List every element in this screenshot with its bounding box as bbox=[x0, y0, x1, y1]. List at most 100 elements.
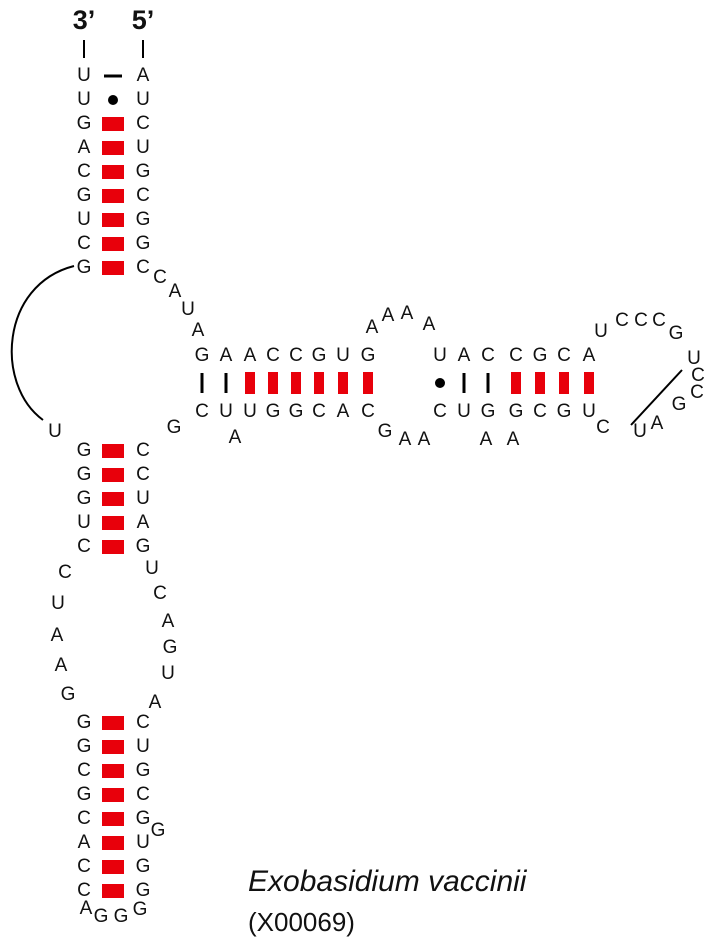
nucleotide: A bbox=[229, 427, 242, 448]
nucleotide: A bbox=[149, 692, 162, 713]
nucleotide: A bbox=[137, 512, 150, 533]
nucleotide: G bbox=[266, 401, 281, 422]
hairpin-connector-line bbox=[630, 369, 683, 426]
three-prime-end-label: 3’ bbox=[73, 5, 96, 35]
base-pair-strong bbox=[102, 117, 124, 131]
nucleotide: C bbox=[634, 310, 648, 331]
nucleotide: A bbox=[220, 345, 233, 366]
nucleotide: U bbox=[136, 832, 150, 853]
nucleotide: U bbox=[136, 89, 150, 110]
base-pair-strong bbox=[535, 372, 545, 394]
nucleotide: A bbox=[423, 314, 436, 335]
nucleotide: C bbox=[136, 464, 150, 485]
nucleotide: G bbox=[77, 185, 92, 206]
nucleotide: C bbox=[509, 345, 523, 366]
nucleotide: G bbox=[509, 401, 524, 422]
base-pair-strong bbox=[268, 372, 278, 394]
nucleotide: C bbox=[266, 345, 280, 366]
base-pair-strong bbox=[102, 492, 124, 506]
nucleotide: C bbox=[77, 536, 91, 557]
nucleotide: A bbox=[366, 317, 379, 338]
nucleotide: G bbox=[557, 401, 572, 422]
nucleotide: U bbox=[161, 663, 175, 684]
nucleotide: G bbox=[533, 345, 548, 366]
nucleotide: U bbox=[77, 209, 91, 230]
nucleotide: C bbox=[153, 583, 167, 604]
figure-caption: Exobasidium vaccinii (X00069) bbox=[248, 864, 698, 938]
nucleotide: A bbox=[55, 655, 68, 676]
nucleotide: G bbox=[136, 161, 151, 182]
nucleotide: C bbox=[77, 233, 91, 254]
nucleotide: U bbox=[594, 321, 608, 342]
nucleotide: G bbox=[114, 906, 129, 927]
base-pair-strong bbox=[559, 372, 569, 394]
nucleotide: A bbox=[192, 320, 205, 341]
nucleotide: A bbox=[244, 345, 257, 366]
base-pair-strong bbox=[102, 213, 124, 227]
nucleotide: A bbox=[507, 429, 520, 450]
nucleotide: G bbox=[672, 394, 687, 415]
nucleotide: G bbox=[378, 421, 393, 442]
nucleotide: G bbox=[77, 712, 92, 733]
accession-number: (X00069) bbox=[248, 907, 355, 937]
base-pair-strong bbox=[102, 141, 124, 155]
nucleotide: A bbox=[337, 401, 350, 422]
nucleotide: A bbox=[382, 305, 395, 326]
nucleotide: G bbox=[77, 440, 92, 461]
nucleotide: C bbox=[136, 185, 150, 206]
nucleotide: U bbox=[219, 401, 233, 422]
nucleotide: U bbox=[433, 345, 447, 366]
nucleotide: C bbox=[136, 784, 150, 805]
nucleotide: C bbox=[557, 345, 571, 366]
base-pair-strong bbox=[102, 812, 124, 826]
nucleotide: A bbox=[418, 429, 431, 450]
nucleotide: G bbox=[289, 401, 304, 422]
base-pair-strong bbox=[338, 372, 348, 394]
base-pair-strong bbox=[102, 540, 124, 554]
base-pair-strong bbox=[102, 860, 124, 874]
nucleotide: G bbox=[77, 736, 92, 757]
nucleotide: U bbox=[687, 348, 701, 369]
nucleotide: A bbox=[401, 303, 414, 324]
base-pair-strong bbox=[102, 788, 124, 802]
nucleotide: G bbox=[77, 464, 92, 485]
base-pair-strong bbox=[102, 444, 124, 458]
nucleotide: G bbox=[77, 113, 92, 134]
nucleotide: G bbox=[136, 760, 151, 781]
nucleotide: C bbox=[289, 345, 303, 366]
nucleotide: G bbox=[94, 906, 109, 927]
nucleotide: A bbox=[651, 413, 664, 434]
base-pair-gu-dot bbox=[108, 95, 118, 105]
nucleotide: U bbox=[77, 65, 91, 86]
nucleotide: C bbox=[77, 856, 91, 877]
nucleotide: G bbox=[136, 856, 151, 877]
nucleotide: U bbox=[633, 421, 647, 442]
base-pair-strong bbox=[102, 261, 124, 275]
nucleotide: G bbox=[481, 401, 496, 422]
nucleotide: G bbox=[136, 536, 151, 557]
nucleotide: A bbox=[458, 345, 471, 366]
nucleotide: G bbox=[163, 637, 178, 658]
nucleotide: U bbox=[48, 421, 62, 442]
nucleotide: C bbox=[77, 161, 91, 182]
base-pair-strong bbox=[102, 165, 124, 179]
nucleotide: U bbox=[145, 558, 159, 579]
nucleotide: U bbox=[51, 593, 65, 614]
nucleotide: G bbox=[669, 323, 684, 344]
nucleotide: A bbox=[399, 429, 412, 450]
nucleotide: C bbox=[652, 310, 666, 331]
base-pair-gu-dot bbox=[435, 378, 445, 388]
nucleotide: C bbox=[77, 760, 91, 781]
base-pair-strong bbox=[291, 372, 301, 394]
nucleotide: G bbox=[136, 209, 151, 230]
nucleotide: C bbox=[136, 257, 150, 278]
nucleotide: U bbox=[136, 736, 150, 757]
nucleotide: U bbox=[181, 299, 195, 320]
nucleotide: C bbox=[615, 310, 629, 331]
base-pair-strong bbox=[363, 372, 373, 394]
nucleotide: U bbox=[457, 401, 471, 422]
nucleotide: C bbox=[136, 440, 150, 461]
backbone-curve bbox=[10, 265, 75, 421]
nucleotide: G bbox=[77, 784, 92, 805]
